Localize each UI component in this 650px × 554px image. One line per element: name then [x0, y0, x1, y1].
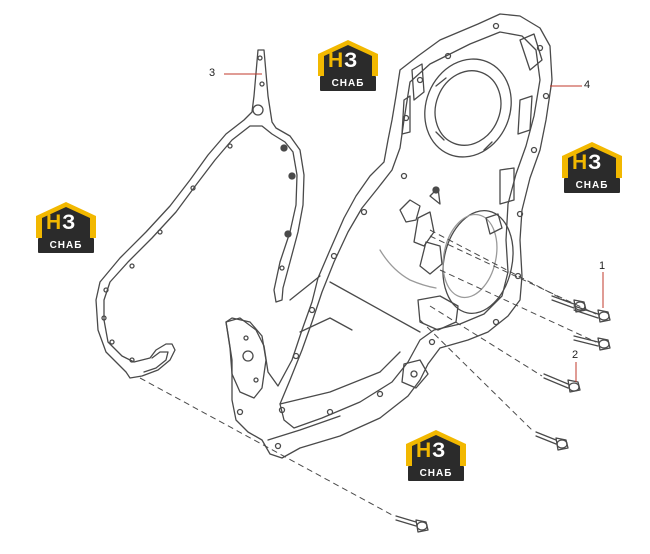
watermark-logo-left: НЗ СНАБ [34, 200, 98, 254]
logo-roof-icon [562, 142, 622, 178]
callout-leaders [224, 73, 604, 382]
logo-mark: НЗ [416, 439, 447, 462]
logo-mark: НЗ [328, 49, 359, 72]
bolt-part-1-lower [573, 305, 611, 323]
watermark-logo-right: НЗ СНАБ [560, 140, 624, 194]
bolt-part-2 [543, 373, 581, 393]
watermark-logo-bottom: НЗ СНАБ [404, 428, 468, 482]
logo-word: СНАБ [564, 178, 620, 193]
logo-roof-icon [406, 430, 466, 466]
logo-word: СНАБ [38, 238, 94, 253]
logo-word: СНАБ [320, 76, 376, 91]
logo-roof-icon [36, 202, 96, 238]
assembly-guide-lines [139, 229, 597, 517]
callout-2: 2 [572, 349, 579, 361]
callout-4: 4 [584, 79, 591, 91]
front-cover-part-4 [225, 13, 553, 459]
bolt-long-bottom [395, 515, 429, 533]
callout-1: 1 [599, 260, 606, 272]
bolt-part-1-upper [551, 295, 587, 313]
watermark-logo-top: НЗ СНАБ [316, 38, 380, 92]
callout-3: 3 [209, 67, 216, 79]
logo-roof-icon [318, 40, 378, 76]
bolt-part-1-third [573, 335, 611, 351]
bolt-long-middle [535, 431, 569, 451]
logo-mark: НЗ [46, 211, 77, 234]
gasket-part-3 [95, 49, 305, 379]
logo-word: СНАБ [408, 466, 464, 481]
logo-mark: НЗ [572, 151, 603, 174]
